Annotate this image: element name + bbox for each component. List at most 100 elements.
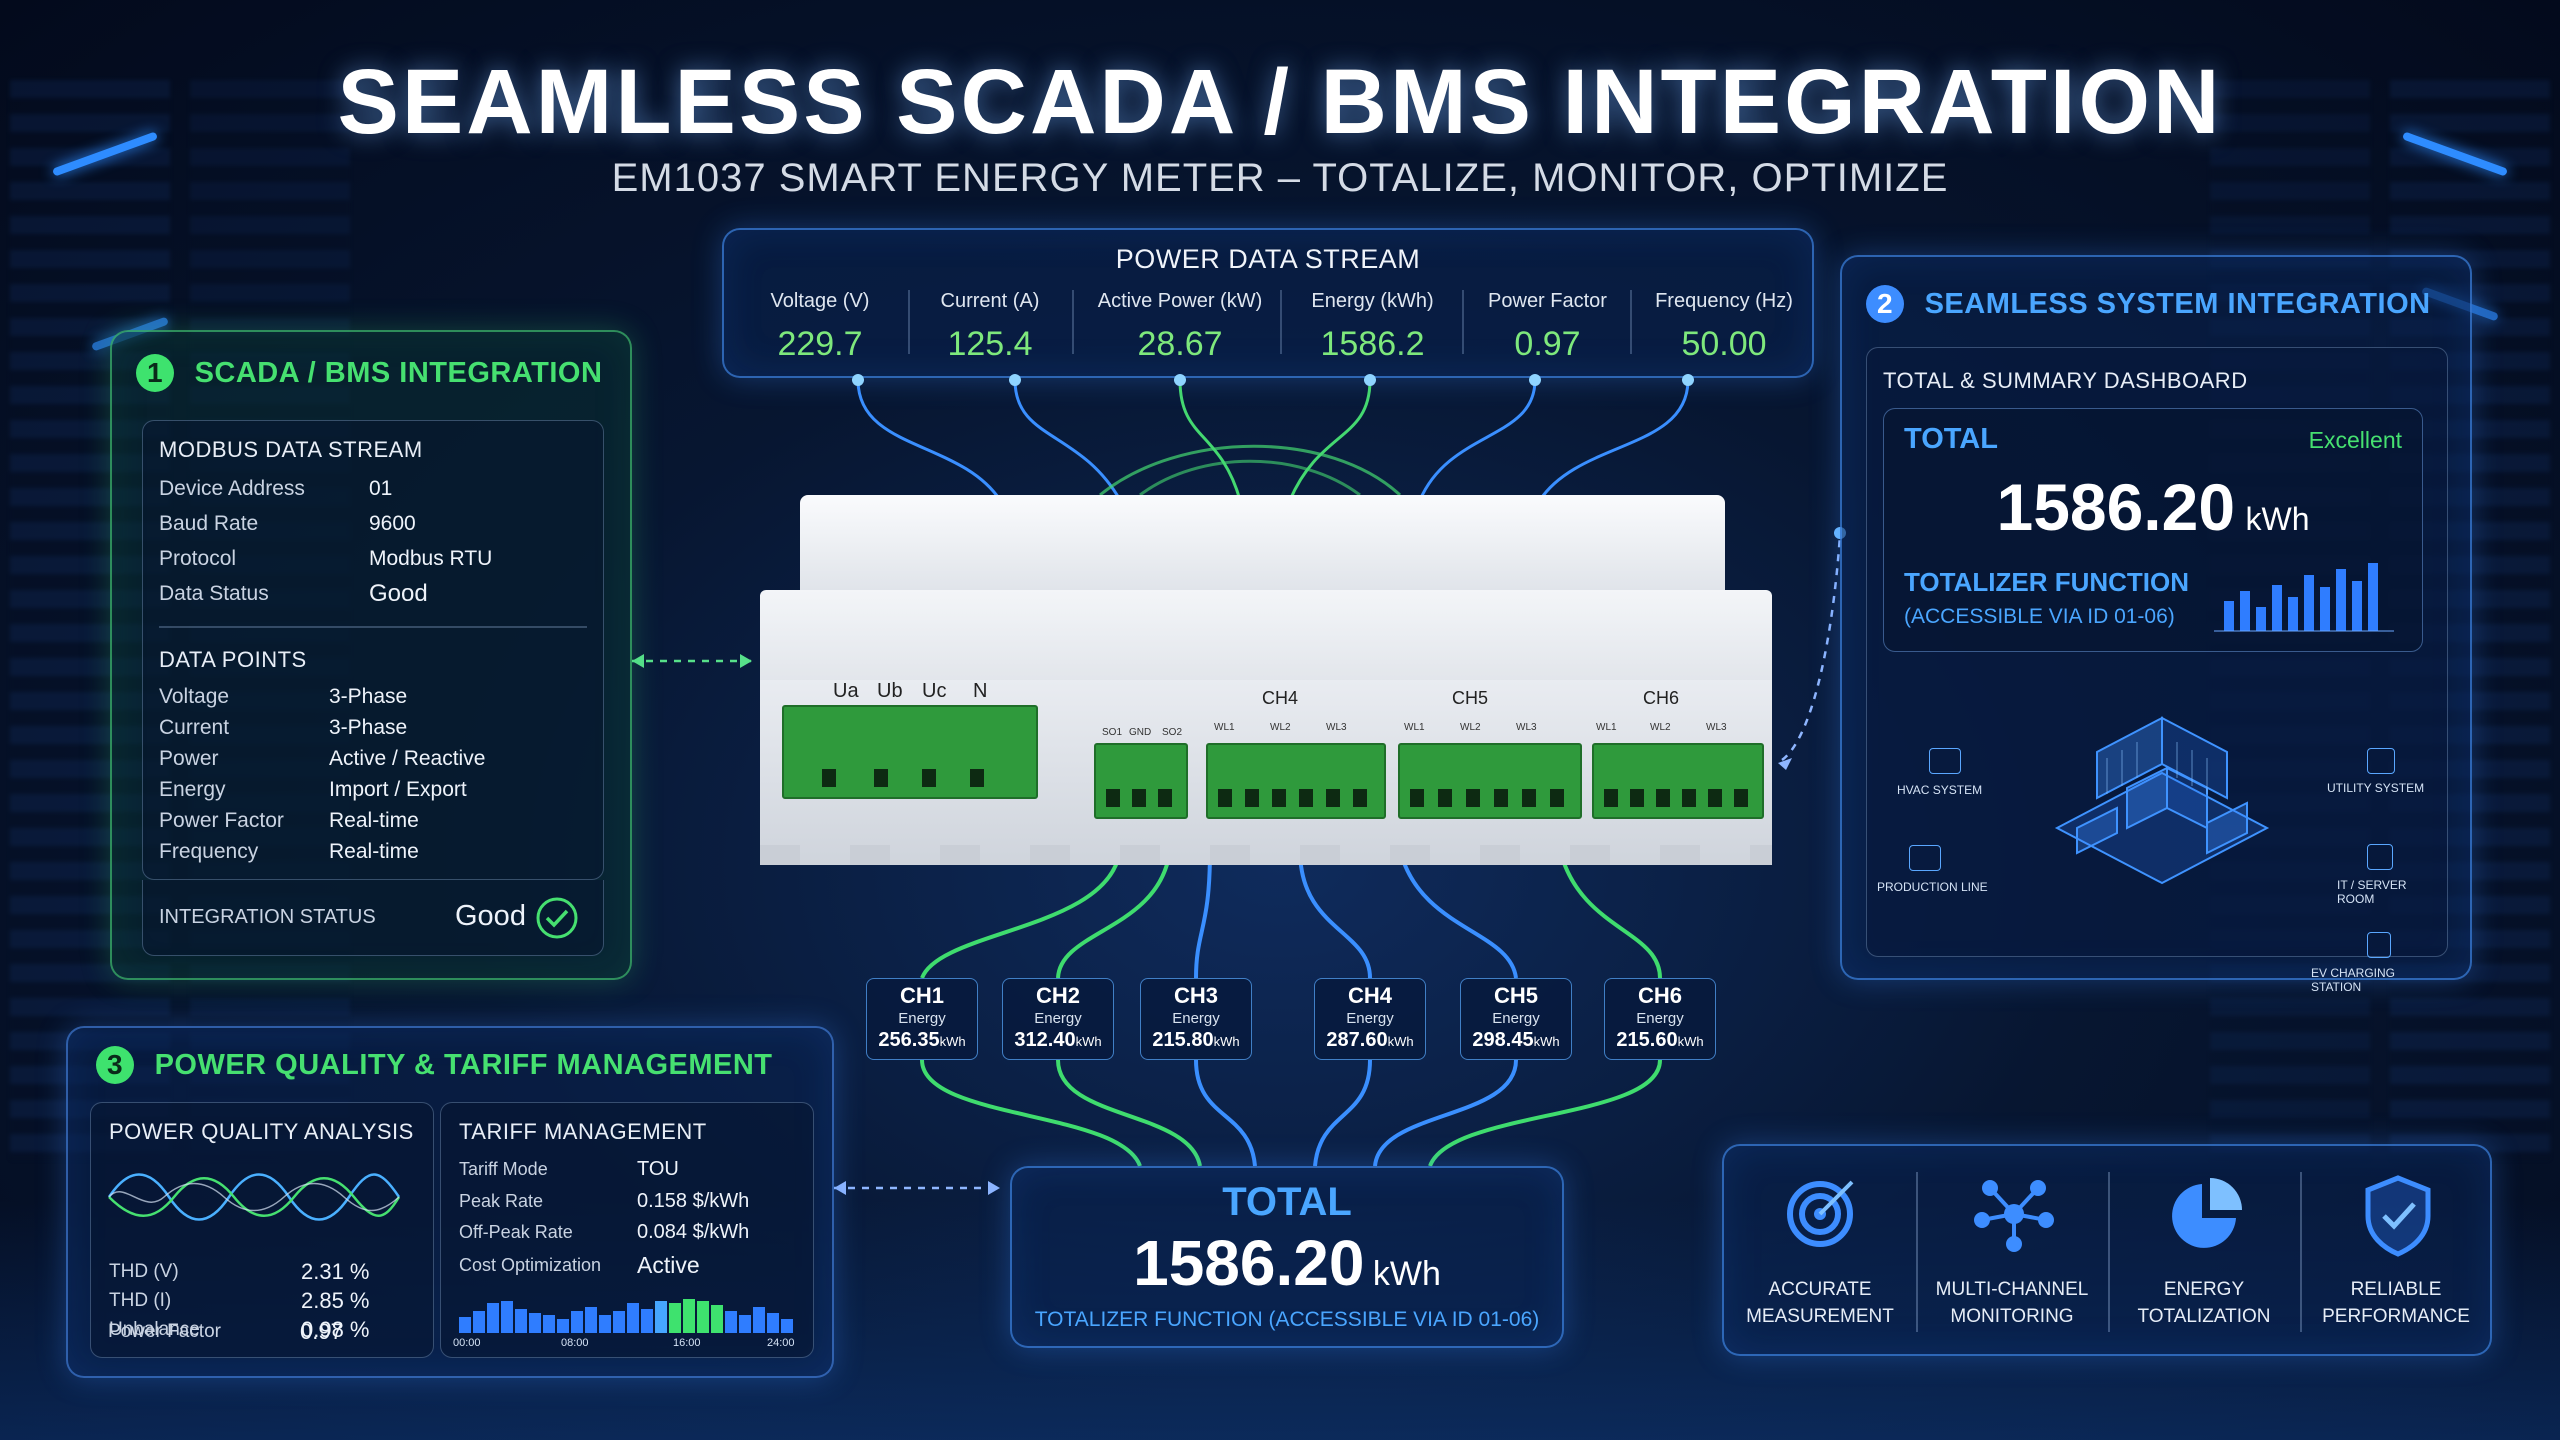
waveform-graph [107, 1173, 401, 1221]
ch5-terminal-label: CH5 [1452, 688, 1489, 708]
system-label-it-server: IT / SERVER ROOM [2337, 878, 2407, 906]
tariff-label-peak: Peak Rate [459, 1191, 544, 1211]
server-icon [2367, 844, 2393, 870]
point-label-pf: Power Factor [159, 809, 284, 832]
ch5-wl3: WL3 [1516, 722, 1537, 733]
summary-total-label: TOTAL [1904, 423, 1998, 455]
terminal-label-ub: Ub [877, 680, 903, 702]
total-summary-card: TOTAL Excellent 1586.20 kWh TOTALIZER FU… [1883, 408, 2423, 652]
point-value-frequency: Real-time [329, 840, 419, 863]
modbus-value-address: 01 [369, 477, 393, 500]
data-stream-active-power: Active Power (kW)28.67 [1097, 290, 1263, 363]
tariff-bar-chart [459, 1299, 793, 1333]
tariff-management-card: TARIFF MANAGEMENT Tariff Mode TOU Peak R… [440, 1102, 814, 1358]
quality-panel-header: 3 POWER QUALITY & TARIFF MANAGEMENT [96, 1046, 773, 1084]
data-stream-energy: Energy (kWh)1586.2 [1311, 290, 1434, 363]
ch4-wl3: WL3 [1326, 722, 1347, 733]
integration-status-value: Good [455, 900, 526, 932]
pq-label-thd-v: THD (V) [109, 1261, 179, 1282]
system-label-ev-charging: EV CHARGING STATION [2311, 966, 2396, 994]
point-value-voltage: 3-Phase [329, 685, 408, 708]
tariff-value-offpeak: 0.084 $/kWh [637, 1221, 750, 1243]
time-label-0: 00:00 [453, 1337, 481, 1349]
data-stream-frequency: Frequency (Hz)50.00 [1655, 290, 1793, 363]
pq-value-thd-i: 2.85 % [301, 1288, 370, 1313]
integration-status-label: INTEGRATION STATUS [159, 906, 376, 928]
ch5-terminal-block [1398, 743, 1582, 819]
modbus-data-card: MODBUS DATA STREAM Device Address 01 Bau… [142, 420, 604, 880]
modbus-divider [159, 626, 587, 628]
system-integration-panel: 2 SEAMLESS SYSTEM INTEGRATION TOTAL & SU… [1840, 255, 2472, 994]
meter-device-feet [760, 845, 1772, 865]
pq-title: POWER QUALITY ANALYSIS [109, 1119, 414, 1144]
integration-status-bar: INTEGRATION STATUS Good [142, 880, 604, 956]
data-points-title: DATA POINTS [159, 647, 307, 672]
ch6-terminal-label: CH6 [1643, 688, 1680, 708]
page-title: SEAMLESS SCADA / BMS INTEGRATION [337, 51, 2223, 153]
modbus-label-protocol: Protocol [159, 547, 237, 570]
point-label-voltage: Voltage [159, 685, 230, 708]
terminal-label-ua: Ua [833, 680, 859, 702]
hvac-icon [1929, 748, 1961, 774]
point-value-power: Active / Reactive [329, 747, 486, 770]
tariff-label-offpeak: Off-Peak Rate [459, 1222, 573, 1242]
grand-total-card: TOTAL 1586.20 kWh TOTALIZER FUNCTION (AC… [1010, 1166, 1564, 1348]
tariff-title: TARIFF MANAGEMENT [459, 1119, 707, 1144]
voltage-terminal-block [782, 705, 1038, 799]
system-label-hvac: HVAC SYSTEM [1897, 783, 1983, 797]
ch6-wl2: WL2 [1650, 722, 1671, 733]
summary-total-value: 1586.20 [1996, 470, 2236, 544]
quality-panel-title: POWER QUALITY & TARIFF MANAGEMENT [154, 1048, 773, 1081]
step-number-1: 1 [136, 354, 174, 392]
power-quality-card: POWER QUALITY ANALYSIS THD (V) 2.31 % TH… [90, 1102, 434, 1358]
modbus-value-protocol: Modbus RTU [369, 547, 493, 570]
tariff-value-peak: 0.158 $/kWh [637, 1190, 750, 1212]
tariff-value-optimization: Active [637, 1252, 700, 1278]
terminal-label-gnd: GND [1129, 727, 1152, 738]
ch4-wl2: WL2 [1270, 722, 1291, 733]
point-value-current: 3-Phase [329, 716, 408, 739]
buildings-illustration [2054, 716, 2270, 885]
modbus-title: MODBUS DATA STREAM [159, 437, 423, 462]
power-data-stream-title: POWER DATA STREAM [1115, 244, 1421, 274]
modbus-label-baud: Baud Rate [159, 512, 259, 535]
ch5-wl2: WL2 [1460, 722, 1481, 733]
tariff-label-mode: Tariff Mode [459, 1159, 548, 1179]
power-quality-panel: 3 POWER QUALITY & TARIFF MANAGEMENT POWE… [66, 1026, 834, 1378]
grand-total-value: 1586.20 [1133, 1227, 1365, 1299]
summary-total-status: Excellent [2308, 427, 2402, 453]
tariff-value-mode: TOU [637, 1158, 679, 1180]
pulse-terminal-block [1094, 743, 1188, 819]
ch5-wl1: WL1 [1404, 722, 1425, 733]
modbus-value-status: Good [369, 580, 428, 607]
factory-icon [1909, 845, 1941, 871]
pq-label-power-factor: Power Factor [108, 1321, 221, 1342]
point-label-frequency: Frequency [159, 840, 259, 863]
totalizer-title: TOTALIZER FUNCTION [1904, 567, 2190, 597]
modbus-label-address: Device Address [159, 477, 305, 500]
point-label-power: Power [159, 747, 219, 770]
power-data-stream-panel: POWER DATA STREAM [722, 228, 1814, 378]
dashboard-title: TOTAL & SUMMARY DASHBOARD [1883, 368, 2248, 393]
tariff-label-optimization: Cost Optimization [459, 1255, 602, 1275]
ch4-terminal-block [1206, 743, 1386, 819]
scada-panel-title: SCADA / BMS INTEGRATION [194, 356, 603, 389]
ch6-wl1: WL1 [1596, 722, 1617, 733]
shield-check-icon [2365, 1175, 2431, 1257]
time-label-16: 16:00 [673, 1337, 701, 1349]
pie-chart-icon [2172, 1178, 2242, 1248]
terminal-label-n: N [973, 680, 988, 702]
grand-total-label: TOTAL [1222, 1180, 1352, 1224]
data-stream-voltage: Voltage (V)229.7 [770, 290, 870, 363]
terminal-label-uc: Uc [922, 680, 947, 702]
grand-total-readout: 1586.20 kWh [1012, 1226, 1562, 1300]
ch4-wl1: WL1 [1214, 722, 1235, 733]
